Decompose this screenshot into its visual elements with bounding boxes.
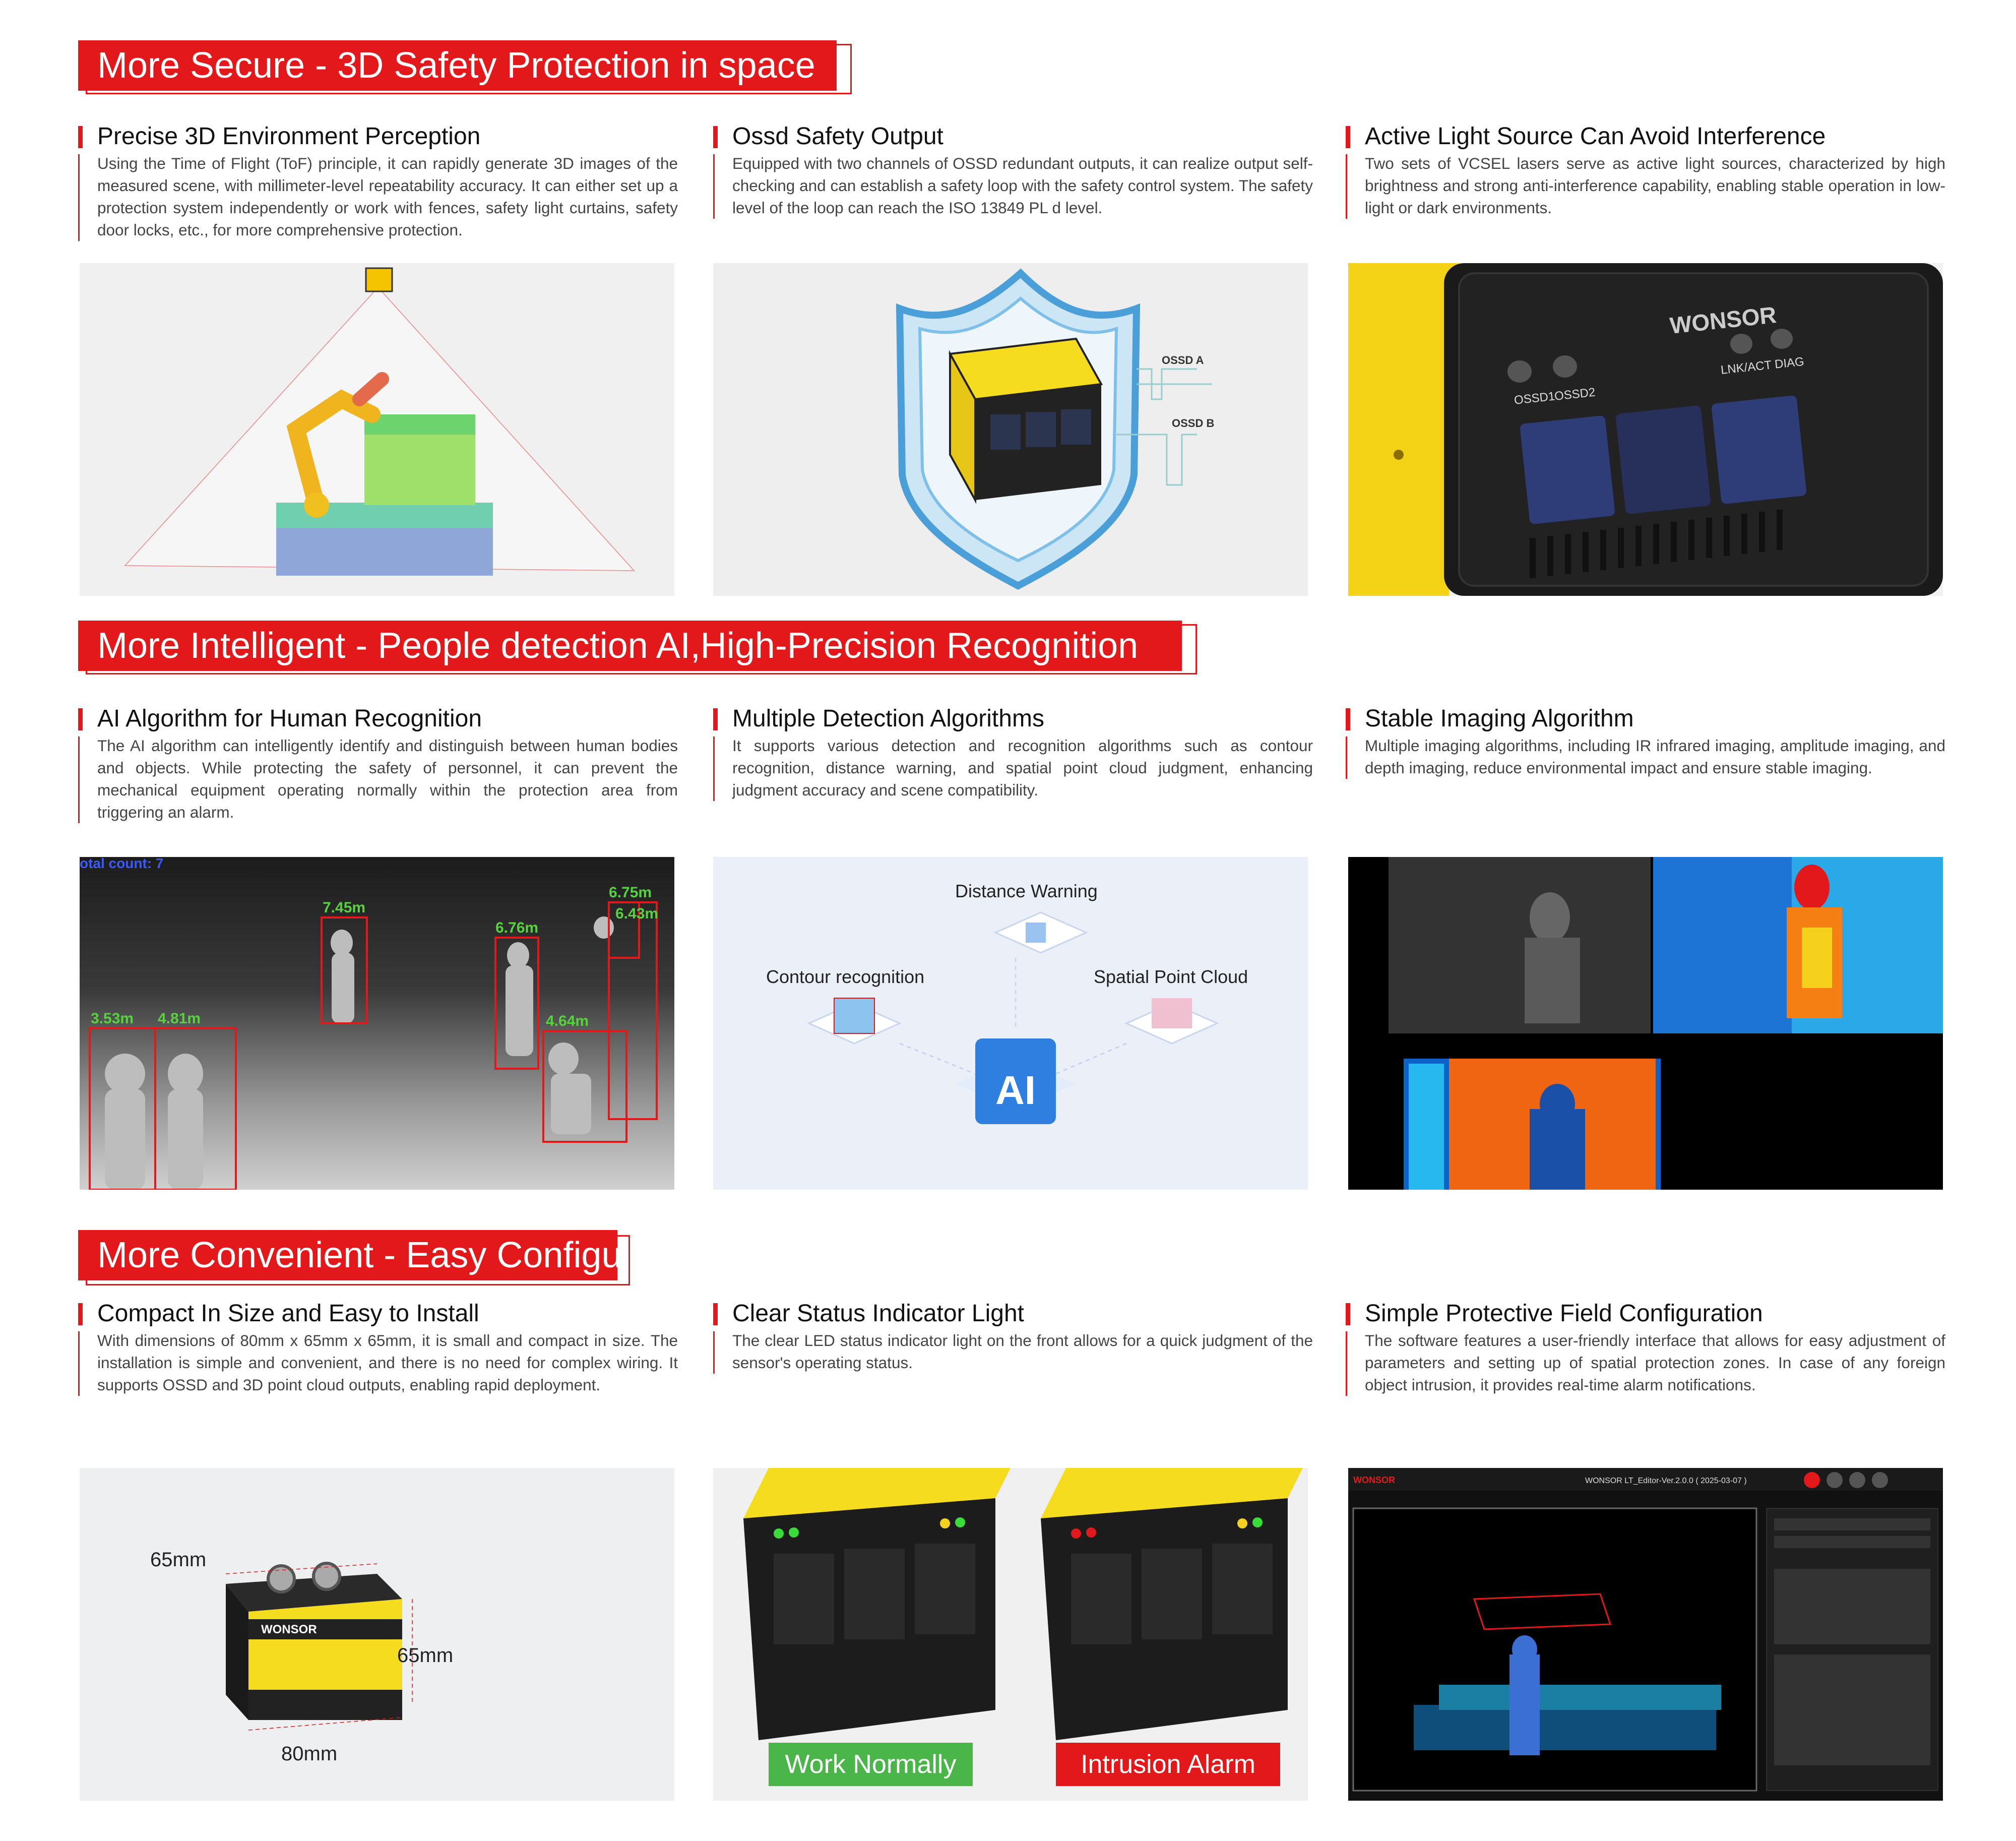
feature-stable-imaging: Stable Imaging Algorithm Multiple imagin… bbox=[1346, 703, 1945, 779]
algorithms-illustration: Distance Warning Contour recognition Spa… bbox=[766, 881, 1248, 1124]
imaging-image bbox=[1348, 857, 1943, 1190]
software-brand-label: WONSOR bbox=[1353, 1475, 1395, 1485]
ai-label: AI bbox=[995, 1068, 1036, 1113]
feature-desc: The clear LED status indicator light on … bbox=[713, 1329, 1313, 1374]
distance-label: 6.76m bbox=[495, 919, 538, 936]
feature-ai-human: AI Algorithm for Human Recognition The A… bbox=[78, 703, 678, 823]
feature-desc: Equipped with two channels of OSSD redun… bbox=[713, 152, 1313, 219]
feature-title: Compact In Size and Easy to Install bbox=[78, 1298, 678, 1329]
status-lights-illustration bbox=[743, 1468, 1303, 1740]
feature-desc: Using the Time of Flight (ToF) principle… bbox=[78, 152, 678, 241]
distance-label: 4.64m bbox=[546, 1013, 589, 1029]
feature-multi-detection: Multiple Detection Algorithms It support… bbox=[713, 703, 1313, 801]
software-title-label: WONSOR LT_Editor-Ver.2.0.0 ( 2025-03-07 … bbox=[1585, 1477, 1747, 1485]
feature-title: AI Algorithm for Human Recognition bbox=[78, 703, 678, 734]
work-normally-badge: Work Normally bbox=[769, 1743, 973, 1786]
robot-scene-illustration bbox=[124, 267, 635, 576]
software-screenshot-image: WONSOR WONSOR LT_Editor-Ver.2.0.0 ( 2025… bbox=[1348, 1468, 1943, 1801]
feature-title: Ossd Safety Output bbox=[713, 121, 1313, 152]
feature-desc: It supports various detection and recogn… bbox=[713, 734, 1313, 801]
section-2-banner: More Intelligent - People detection AI,H… bbox=[78, 621, 1182, 671]
distance-label: 7.45m bbox=[323, 899, 365, 916]
feature-title: Simple Protective Field Configuration bbox=[1346, 1298, 1945, 1329]
dimension-bottom-label: 80mm bbox=[281, 1743, 337, 1765]
feature-title: Stable Imaging Algorithm bbox=[1346, 703, 1945, 734]
total-count-label: otal count: 7 bbox=[80, 857, 163, 871]
ossd-a-label: OSSD A bbox=[1162, 354, 1204, 366]
distance-label: 4.81m bbox=[158, 1010, 201, 1027]
distance-warning-label: Distance Warning bbox=[955, 881, 1098, 901]
imaging-illustration bbox=[1389, 857, 1943, 1190]
dimensions-illustration: WONSOR 65mm 65mm 80mm bbox=[150, 1549, 453, 1765]
feature-title: Active Light Source Can Avoid Interferen… bbox=[1346, 121, 1945, 152]
feature-ossd-output: Ossd Safety Output Equipped with two cha… bbox=[713, 121, 1313, 219]
dimensions-image: WONSOR 65mm 65mm 80mm bbox=[80, 1468, 674, 1801]
feature-3d-perception: Precise 3D Environment Perception Using … bbox=[78, 121, 678, 241]
feature-desc: Multiple imaging algorithms, including I… bbox=[1346, 734, 1945, 779]
ossd-b-label: OSSD B bbox=[1172, 417, 1214, 429]
camera-closeup-illustration: WONSOR OSSD1 OSSD2 LNK/ACT DIAG bbox=[1348, 263, 1943, 596]
feature-desc: Two sets of VCSEL lasers serve as active… bbox=[1346, 152, 1945, 219]
feature-desc: The AI algorithm can intelligently ident… bbox=[78, 734, 678, 823]
point-cloud-label: Spatial Point Cloud bbox=[1094, 966, 1248, 987]
feature-field-config: Simple Protective Field Configuration Th… bbox=[1346, 1298, 1945, 1396]
contour-label: Contour recognition bbox=[766, 966, 924, 987]
feature-compact-size: Compact In Size and Easy to Install With… bbox=[78, 1298, 678, 1396]
people-detection-illustration: otal count: 7 7.45m 6.76m 6.75m 6.43m 3.… bbox=[80, 857, 658, 1190]
algorithms-image: Distance Warning Contour recognition Spa… bbox=[713, 857, 1308, 1190]
brand-label: WONSOR bbox=[261, 1623, 317, 1636]
distance-label: 3.53m bbox=[91, 1010, 134, 1027]
intrusion-alarm-badge: Intrusion Alarm bbox=[1056, 1743, 1280, 1786]
dimension-top-label: 65mm bbox=[150, 1549, 206, 1571]
ossd-shield-illustration: OSSD A OSSD B bbox=[896, 268, 1214, 590]
feature-active-light: Active Light Source Can Avoid Interferen… bbox=[1346, 121, 1945, 219]
dimension-side-label: 65mm bbox=[397, 1644, 453, 1667]
feature-status-light: Clear Status Indicator Light The clear L… bbox=[713, 1298, 1313, 1374]
feature-title: Multiple Detection Algorithms bbox=[713, 703, 1313, 734]
feature-desc: With dimensions of 80mm x 65mm x 65mm, i… bbox=[78, 1329, 678, 1396]
feature-title: Precise 3D Environment Perception bbox=[78, 121, 678, 152]
status-lights-image: Work Normally Intrusion Alarm bbox=[713, 1468, 1308, 1801]
section-1-banner: More Secure - 3D Safety Protection in sp… bbox=[78, 40, 837, 91]
feature-title: Clear Status Indicator Light bbox=[713, 1298, 1313, 1329]
ossd-shield-image: OSSD A OSSD B bbox=[713, 263, 1308, 596]
camera-closeup-image: WONSOR OSSD1 OSSD2 LNK/ACT DIAG bbox=[1348, 263, 1943, 596]
robot-scene-image bbox=[80, 263, 674, 596]
people-detection-image: otal count: 7 7.45m 6.76m 6.75m 6.43m 3.… bbox=[80, 857, 674, 1190]
software-illustration: WONSOR WONSOR LT_Editor-Ver.2.0.0 ( 2025… bbox=[1348, 1468, 1943, 1792]
feature-desc: The software features a user-friendly in… bbox=[1346, 1329, 1945, 1396]
distance-label: 6.43m bbox=[615, 905, 658, 922]
section-3-banner: More Convenient - Easy Configu bbox=[78, 1230, 617, 1280]
distance-label: 6.75m bbox=[609, 884, 652, 901]
